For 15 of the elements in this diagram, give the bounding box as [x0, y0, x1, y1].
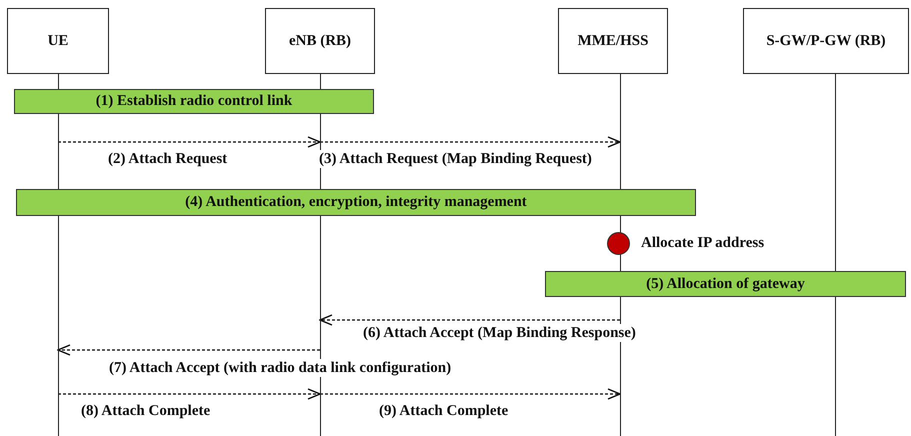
message-arrow [57, 344, 320, 356]
message-label: (8) Attach Complete [80, 402, 212, 420]
message-arrow [320, 136, 621, 148]
message-label: (2) Attach Request [107, 150, 228, 168]
message-label: (7) Attach Accept (with radio data link configuration) [108, 359, 452, 377]
message-label: (9) Attach Complete [378, 402, 510, 420]
message-label: (6) Attach Accept (Map Binding Response) [362, 324, 637, 342]
message-arrow [58, 388, 321, 400]
message-arrow [320, 388, 621, 400]
message-arrow [58, 136, 321, 148]
activity-bar: (1) Establish radio control link [14, 89, 374, 114]
message-arrow [319, 314, 620, 326]
message-label: (3) Attach Request (Map Binding Request) [318, 150, 593, 168]
activity-bar: (4) Authentication, encryption, integrity management [16, 189, 696, 216]
activity-bar: (5) Allocation of gateway [545, 271, 906, 297]
